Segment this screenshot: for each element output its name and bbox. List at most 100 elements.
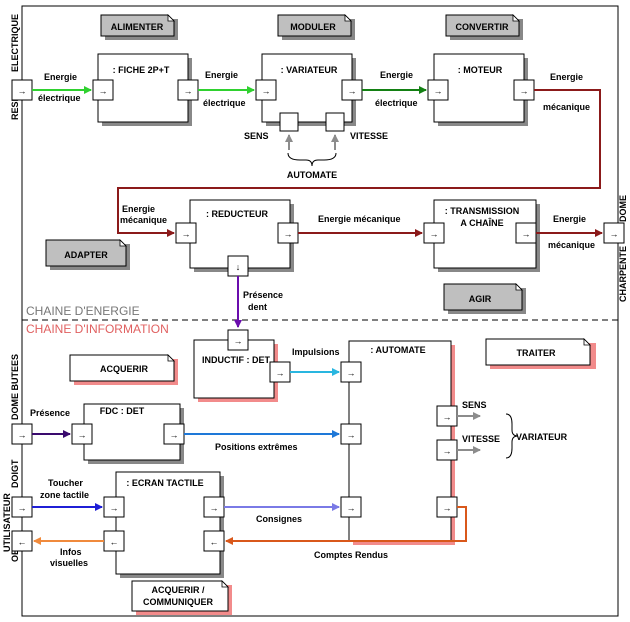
- port: ←: [203, 530, 225, 552]
- port: →: [341, 79, 363, 101]
- function-convertir: CONVERTIR: [445, 14, 523, 40]
- svg-text:→: →: [284, 229, 293, 239]
- function-alimenter-label: ALIMENTER: [111, 22, 164, 32]
- svg-text:→: →: [443, 446, 452, 456]
- svg-text:→: →: [430, 229, 439, 239]
- svg-text:→: →: [234, 336, 243, 346]
- svg-text:→: →: [99, 86, 108, 96]
- left-label-utilisateur: UTILISATEUR: [2, 493, 12, 552]
- flow-label-vitesse: VITESSE: [462, 434, 500, 444]
- flow-label-mecanique: mécanique: [543, 102, 590, 112]
- svg-text:→: →: [170, 430, 179, 440]
- function-traiter-label: TRAITER: [517, 348, 556, 358]
- svg-text:→: →: [210, 503, 219, 513]
- component-moteur-label: : MOTEUR: [458, 65, 503, 75]
- left-label-doigt: DOIGT: [10, 459, 20, 488]
- port: →: [436, 405, 458, 427]
- port: ←: [103, 530, 125, 552]
- flow-label-presence-1: Présence: [243, 290, 283, 300]
- port: →: [71, 423, 93, 445]
- component-fiche: : FICHE 2P+T: [97, 53, 192, 126]
- component-fiche-label: : FICHE 2P+T: [113, 65, 170, 75]
- port: →: [423, 222, 445, 244]
- port: →: [11, 496, 33, 518]
- component-ecran-label: : ECRAN TACTILE: [126, 478, 203, 488]
- component-moteur: : MOTEUR: [433, 53, 528, 126]
- function-agir: AGIR: [443, 283, 526, 314]
- flow-label-energie: Energie: [380, 70, 413, 80]
- chain-info-label: CHAINE D'INFORMATION: [26, 322, 169, 336]
- component-transmission-label-1: : TRANSMISSION: [445, 206, 520, 216]
- port: →: [340, 496, 362, 518]
- right-label-dome: DOME: [618, 195, 628, 222]
- function-acquerir-comm-label-2: COMMUNIQUER: [143, 597, 213, 607]
- right-label-charpente: CHARPENTE: [618, 246, 628, 302]
- flow-label-energie: Energie: [553, 214, 586, 224]
- port: →: [177, 79, 199, 101]
- port-vitesse: [325, 112, 345, 132]
- svg-text:→: →: [18, 86, 27, 96]
- port: →: [269, 361, 291, 383]
- left-label-dome-butees: DOME BUTEES: [10, 354, 20, 420]
- svg-text:→: →: [347, 368, 356, 378]
- svg-text:→: →: [184, 86, 193, 96]
- svg-text:←: ←: [210, 537, 219, 547]
- port: →: [11, 79, 33, 101]
- svg-text:→: →: [520, 86, 529, 96]
- component-reducteur: : REDUCTEUR: [189, 199, 294, 272]
- port: →: [436, 496, 458, 518]
- flow-label-consignes: Consignes: [256, 514, 302, 524]
- svg-text:→: →: [347, 503, 356, 513]
- svg-text:→: →: [182, 229, 191, 239]
- flow-label-energie-mecanique: Energie mécanique: [318, 214, 401, 224]
- function-adapter-label: ADAPTER: [64, 250, 108, 260]
- svg-text:↓: ↓: [236, 262, 241, 272]
- svg-text:→: →: [347, 430, 356, 440]
- left-label-reseau: RESEAU: [10, 82, 20, 120]
- svg-text:←: ←: [18, 537, 27, 547]
- svg-text:→: →: [110, 503, 119, 513]
- svg-text:→: →: [610, 229, 619, 239]
- function-acquerir: ACQUERIR: [69, 354, 178, 385]
- port: ←: [11, 530, 33, 552]
- variateur-brace: [505, 413, 519, 459]
- port: →: [603, 222, 625, 244]
- flow-label-energie: Energie: [205, 70, 238, 80]
- flow-label-energie: Energie: [44, 72, 77, 82]
- port: ↓: [227, 255, 249, 277]
- port: →: [103, 496, 125, 518]
- flow-comptes-rendus: [225, 506, 467, 545]
- flow-label-electrique: électrique: [203, 98, 246, 108]
- port: →: [203, 496, 225, 518]
- component-transmission-label-2: A CHAÎNE: [460, 217, 503, 228]
- port: →: [340, 423, 362, 445]
- svg-text:→: →: [262, 86, 271, 96]
- flow-label-electrique: électrique: [38, 93, 81, 103]
- port: →: [175, 222, 197, 244]
- function-traiter: TRAITER: [485, 338, 596, 369]
- component-variateur: : VARIATEUR: [261, 53, 356, 126]
- component-reducteur-label: : REDUCTEUR: [206, 209, 268, 219]
- svg-text:→: →: [18, 503, 27, 513]
- left-label-electrique: ELECTRIQUE: [10, 14, 20, 72]
- label-vitesse: VITESSE: [350, 131, 388, 141]
- port: →: [255, 79, 277, 101]
- outer-frame: [21, 5, 619, 617]
- component-fdc-label: FDC : DET: [100, 406, 145, 416]
- svg-text:→: →: [522, 229, 531, 239]
- flow-label-toucher-2: zone tactile: [40, 490, 89, 500]
- flow-label-variateur: VARIATEUR: [516, 432, 568, 442]
- flow-label-positions: Positions extrêmes: [215, 442, 298, 452]
- function-convertir-label: CONVERTIR: [455, 22, 509, 32]
- port: →: [515, 222, 537, 244]
- label-automate: AUTOMATE: [287, 170, 337, 180]
- svg-text:→: →: [443, 412, 452, 422]
- function-alimenter: ALIMENTER: [100, 14, 178, 40]
- flow-label-energie: Energie: [550, 72, 583, 82]
- flow-label-toucher-1: Toucher: [48, 478, 83, 488]
- component-inductif-label: INDUCTIF : DET: [202, 355, 270, 365]
- port: →: [436, 439, 458, 461]
- port: →: [11, 423, 33, 445]
- component-automate-label: : AUTOMATE: [370, 345, 425, 355]
